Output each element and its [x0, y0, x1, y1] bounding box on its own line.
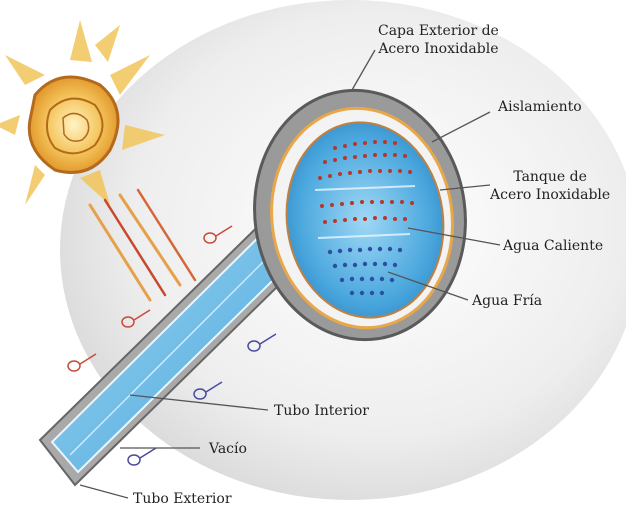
label-hot-water: Agua Caliente — [503, 237, 603, 255]
label-steel-tank-line2: Acero Inoxidable — [490, 186, 610, 204]
leader-outer-tube — [80, 485, 128, 498]
label-vacuum: Vacío — [209, 440, 247, 458]
label-outer-steel-shell: Capa Exterior de Acero Inoxidable — [378, 22, 499, 58]
label-cold-water: Agua Fría — [472, 292, 542, 310]
label-outer-tube: Tubo Exterior — [133, 490, 232, 508]
label-insulation: Aislamiento — [498, 98, 582, 116]
label-steel-tank: Tanque de Acero Inoxidable — [490, 168, 610, 204]
label-outer-steel-shell-line2: Acero Inoxidable — [378, 40, 499, 58]
label-steel-tank-line1: Tanque de — [490, 168, 610, 186]
label-inner-tube: Tubo Interior — [274, 402, 369, 420]
label-outer-steel-shell-line1: Capa Exterior de — [378, 22, 499, 40]
